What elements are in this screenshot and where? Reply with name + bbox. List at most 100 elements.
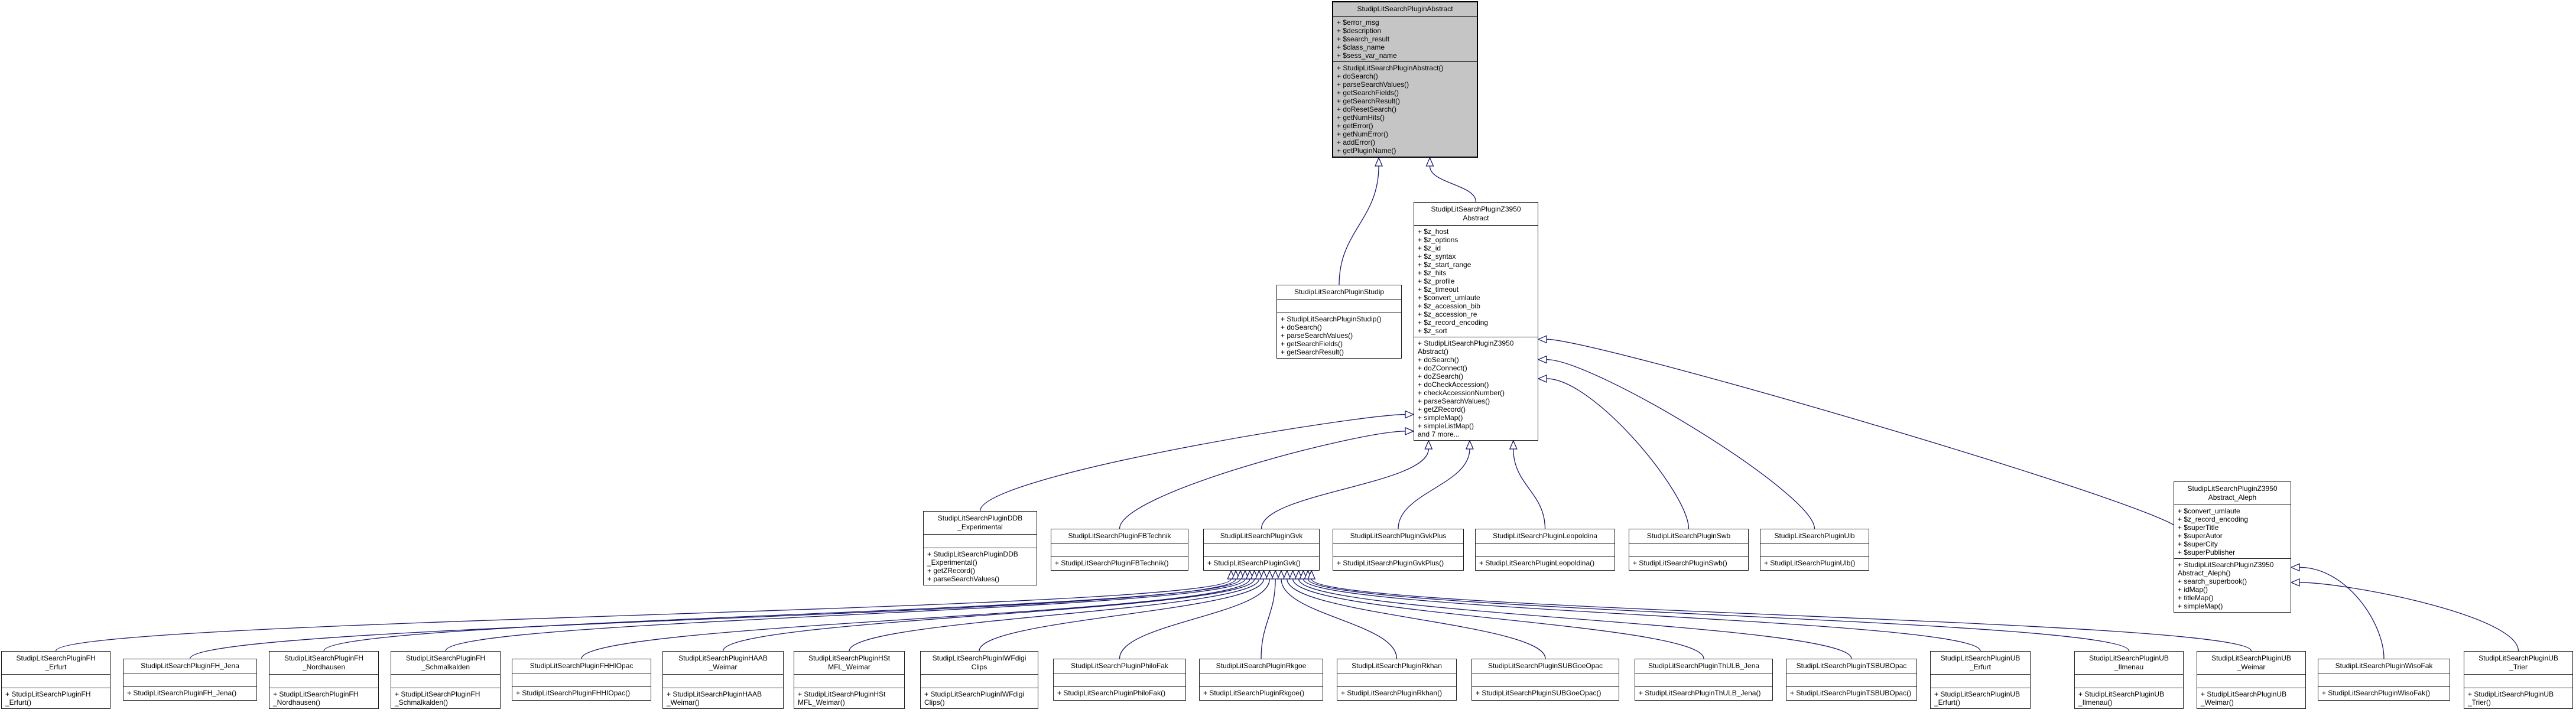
class-node-ub_weimar[interactable]: StudipLitSearchPluginUB_Weimar+ StudipLi…	[2197, 651, 2306, 709]
class-title: StudipLitSearchPluginLeopoldina	[1476, 529, 1615, 543]
inheritance-edge	[2299, 567, 2385, 659]
class-title-line: _Erfurt	[45, 663, 67, 671]
class-method: Abstract()	[1418, 347, 1449, 356]
class-title-line: StudipLitSearchPluginFH	[284, 654, 364, 662]
class-methods-section: + StudipLitSearchPluginWisoFak()	[2318, 686, 2450, 700]
class-method: + checkAccessionNumber()	[1418, 389, 1505, 397]
inheritance-edge	[1546, 339, 2174, 525]
class-node-haab_weimar[interactable]: StudipLitSearchPluginHAAB_Weimar + Studip…	[662, 651, 784, 709]
class-attributes-section: + $error_msg+ $description+ $search_resu…	[1333, 16, 1477, 61]
inheritance-edge	[1339, 165, 1379, 285]
class-title-line: StudipLitSearchPluginRkgoe	[1216, 662, 1307, 670]
class-methods-section: + StudipLitSearchPluginFH_Jena()	[124, 686, 256, 700]
class-node-ddb[interactable]: StudipLitSearchPluginDDB_Experimental+ S…	[923, 511, 1037, 585]
class-title: StudipLitSearchPluginUlb	[1760, 529, 1869, 543]
class-title: StudipLitSearchPluginHAAB_Weimar	[663, 652, 783, 674]
class-node-fh_schmalkalden[interactable]: StudipLitSearchPluginFH_Schmalkalden+ St…	[391, 651, 501, 709]
class-attribute: + $z_accession_re	[1418, 310, 1477, 318]
class-node-ub_erfurt[interactable]: StudipLitSearchPluginUB_Erfurt+ StudipLi…	[1930, 651, 2031, 709]
inheritance-arrowhead	[1259, 569, 1268, 580]
class-method: + StudipLitSearchPluginGvkPlus()	[1337, 559, 1444, 567]
class-methods-section: + StudipLitSearchPluginPhiloFak()	[1054, 686, 1185, 700]
class-node-gvkplus[interactable]: StudipLitSearchPluginGvkPlus + StudipLitS…	[1333, 529, 1464, 571]
class-node-ulb[interactable]: StudipLitSearchPluginUlb+ StudipLitSearc…	[1760, 529, 1869, 571]
class-method: + StudipLitSearchPluginFH	[273, 690, 359, 698]
class-method: _Trier()	[2468, 698, 2491, 707]
inheritance-arrowhead	[1271, 569, 1280, 580]
class-node-ub_ilmenau[interactable]: StudipLitSearchPluginUB_Ilmenau+ StudipL…	[2074, 651, 2184, 709]
inheritance-arrowhead	[1282, 569, 1291, 580]
class-method: + getSearchResult()	[1281, 348, 1344, 356]
class-method: + doZSearch()	[1418, 372, 1464, 380]
class-attribute: + $superCity	[2178, 540, 2218, 548]
class-method: + parseSearchValues()	[1418, 397, 1490, 405]
class-title-line: _Ilmenau	[2114, 663, 2144, 671]
class-methods-section: + StudipLitSearchPluginGvkPlus()	[1333, 556, 1463, 570]
class-attributes-section	[1204, 543, 1319, 556]
class-node-thulb_jena[interactable]: StudipLitSearchPluginThULB_Jena + StudipL…	[1635, 659, 1773, 701]
inheritance-edge	[1298, 578, 1852, 659]
class-title: StudipLitSearchPluginThULB_Jena	[1635, 659, 1772, 673]
class-node-gvk[interactable]: StudipLitSearchPluginGvk+ StudipLitSearc…	[1203, 529, 1320, 571]
class-title-line: StudipLitSearchPluginUlb	[1774, 532, 1855, 540]
class-method: + StudipLitSearchPluginZ3950	[1418, 339, 1514, 347]
class-attribute: + $z_sort	[1418, 327, 1447, 335]
inheritance-edge	[445, 578, 1246, 652]
class-method: + StudipLitSearchPluginFHHIOpac()	[516, 689, 631, 697]
class-method: + getNumHits()	[1337, 113, 1385, 122]
class-node-subgoeopac[interactable]: StudipLitSearchPluginSUBGoeOpac+ StudipL…	[1471, 659, 1619, 701]
class-title-line: Abstract_Aleph	[2208, 493, 2257, 502]
class-methods-section: + StudipLitSearchPluginUB_Trier()	[2464, 688, 2572, 708]
class-node-tsbubopac[interactable]: StudipLitSearchPluginTSBUBOpac+ StudipLi…	[1786, 659, 1917, 701]
class-title-line: StudipLitSearchPluginGvk	[1220, 532, 1303, 540]
class-node-swb[interactable]: StudipLitSearchPluginSwb+ StudipLitSearc…	[1629, 529, 1749, 571]
class-node-fh_jena[interactable]: StudipLitSearchPluginFH_Jena+ StudipLitS…	[123, 659, 257, 701]
class-node-fh_erfurt[interactable]: StudipLitSearchPluginFH_Erfurt+ StudipLi…	[1, 651, 111, 709]
class-node-philofak[interactable]: StudipLitSearchPluginPhiloFak+ StudipLit…	[1053, 659, 1186, 701]
inheritance-arrowhead	[1307, 569, 1316, 580]
inheritance-edge	[1311, 578, 2252, 652]
inheritance-edge	[1287, 578, 1546, 659]
class-node-studip[interactable]: StudipLitSearchPluginStudip+ StudipLitSe…	[1276, 285, 1402, 359]
class-node-rkhan[interactable]: StudipLitSearchPluginRkhan+ StudipLitSea…	[1337, 659, 1457, 701]
class-node-wisofak[interactable]: StudipLitSearchPluginWisoFak+ StudipLitS…	[2318, 659, 2450, 701]
inheritance-arrowhead	[1265, 569, 1274, 580]
inheritance-arrowhead	[1537, 374, 1547, 383]
class-node-fbtechnik[interactable]: StudipLitSearchPluginFBTechnik+ StudipLi…	[1051, 529, 1188, 571]
inheritance-edge	[1513, 448, 1546, 529]
inheritance-edge	[1429, 165, 1477, 203]
class-methods-section: + StudipLitSearchPluginSUBGoeOpac()	[1472, 686, 1619, 700]
class-method: _Erfurt()	[1934, 698, 1961, 707]
class-node-leopoldina[interactable]: StudipLitSearchPluginLeopoldina+ StudipL…	[1475, 529, 1615, 571]
class-attributes-section	[512, 673, 651, 686]
class-attribute: + $z_id	[1418, 244, 1441, 252]
class-attribute: + $superPublisher	[2178, 548, 2236, 556]
class-methods-section: + StudipLitSearchPluginHAAB_Weimar()	[663, 688, 783, 708]
class-node-ub_trier[interactable]: StudipLitSearchPluginUB_Trier+ StudipLit…	[2464, 651, 2573, 709]
class-node-fh_nordhausen[interactable]: StudipLitSearchPluginFH_Nordhausen+ Stud…	[269, 651, 379, 709]
class-method: and 7 more...	[1418, 430, 1460, 438]
inheritance-edge	[55, 578, 1232, 652]
inheritance-arrowhead	[1425, 157, 1434, 167]
class-attribute: + $z_timeout	[1418, 285, 1459, 294]
class-attribute: + $superTitle	[2178, 523, 2219, 532]
class-node-fhhiopac[interactable]: StudipLitSearchPluginFHHIOpac+ StudipLit…	[512, 659, 651, 701]
class-attributes-section	[663, 674, 783, 688]
class-methods-section: + StudipLitSearchPluginThULB_Jena()	[1635, 686, 1772, 700]
class-attribute: + $search_result	[1337, 35, 1390, 43]
inheritance-arrowhead	[1277, 569, 1285, 580]
class-attributes-section	[269, 674, 378, 688]
class-title: StudipLitSearchPluginGvkPlus	[1333, 529, 1463, 543]
class-attributes-section	[2, 674, 110, 688]
class-node-rkgoe[interactable]: StudipLitSearchPluginRkgoe+ StudipLitSea…	[1199, 659, 1323, 701]
class-method: + StudipLitSearchPluginThULB_Jena()	[1639, 689, 1761, 697]
class-attributes-section	[1054, 673, 1185, 686]
class-method: + StudipLitSearchPluginSwb()	[1633, 559, 1727, 567]
